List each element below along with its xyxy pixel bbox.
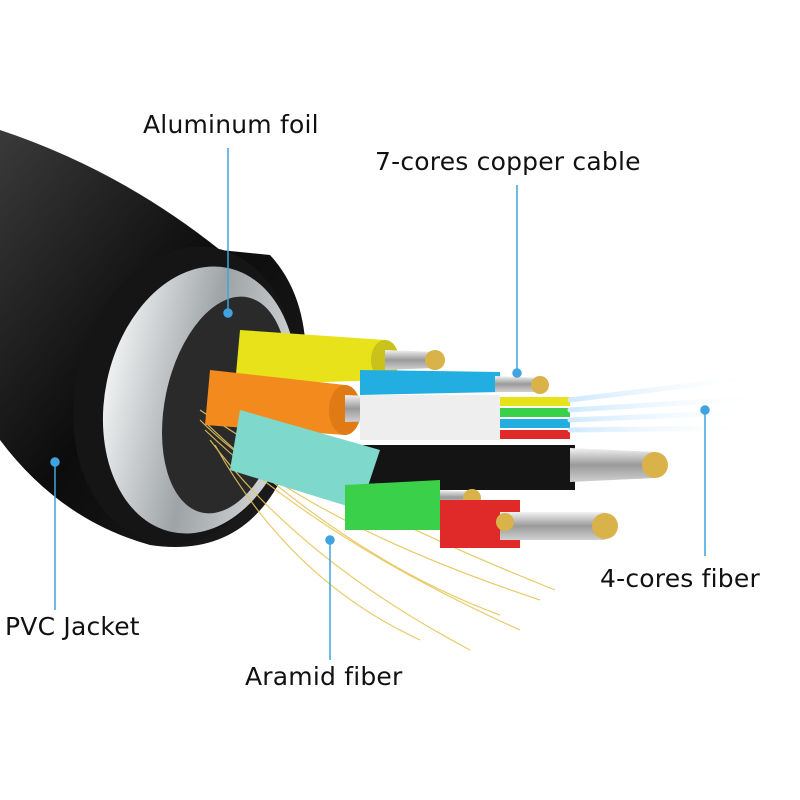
dot-pvc-jacket [50, 457, 60, 467]
fiber-core-yellow [500, 397, 570, 406]
dot-aramid-fiber [325, 535, 335, 545]
label-copper-cable: 7-cores copper cable [375, 147, 641, 176]
label-pvc-jacket: PVC Jacket [5, 612, 140, 641]
copper-cables [205, 330, 668, 548]
label-aluminum-foil: Aluminum foil [143, 110, 319, 139]
label-aramid-fiber: Aramid fiber [245, 662, 403, 691]
label-fiber: 4-cores fiber [600, 564, 760, 593]
dot-fiber [700, 405, 710, 415]
fiber-core-green [500, 408, 570, 417]
fiber-core-red [500, 430, 570, 439]
fiber-core-blue [500, 419, 570, 428]
dot-copper-cable [512, 368, 522, 378]
leader-lines [50, 148, 710, 660]
dot-aluminum-foil [223, 308, 233, 318]
optical-fibers [567, 375, 763, 433]
